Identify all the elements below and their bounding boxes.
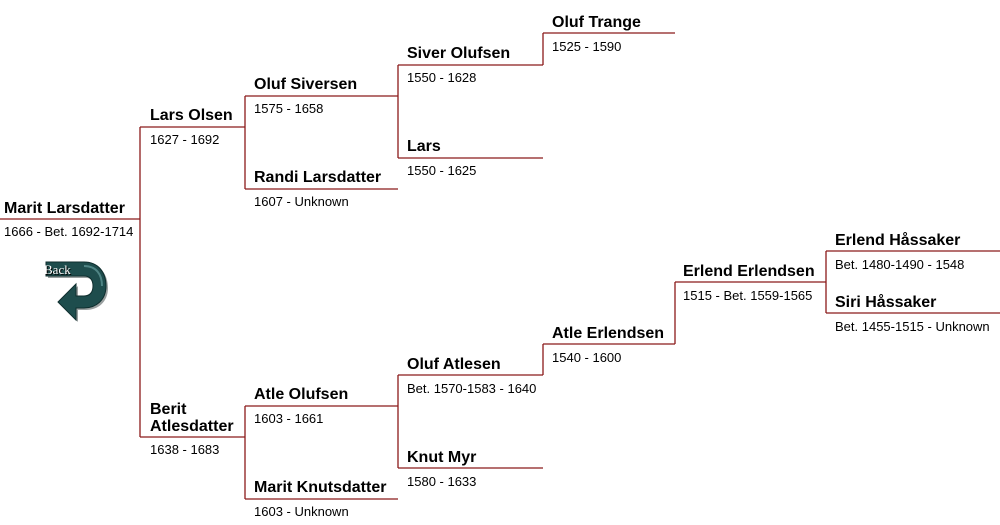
person-name-oluf-siversen[interactable]: Oluf Siversen (254, 76, 358, 93)
person-name-atle-erlendsen[interactable]: Atle Erlendsen (552, 325, 665, 342)
person-name-siver-olufsen[interactable]: Siver Olufsen (407, 45, 511, 62)
person-dates: 1607 - Unknown (254, 194, 349, 209)
person-dates: 1638 - 1683 (150, 442, 220, 457)
person-dates: 1580 - 1633 (407, 474, 477, 489)
person-name-siri-hassaker[interactable]: Siri Håssaker (835, 294, 937, 311)
person-dates: 1540 - 1600 (552, 350, 622, 365)
person-dates: 1515 - Bet. 1559-1565 (683, 288, 813, 303)
person-name-oluf-atlesen[interactable]: Oluf Atlesen (407, 356, 501, 373)
back-arrow-icon (45, 261, 108, 322)
person-dates: Bet. 1480-1490 - 1548 (835, 257, 965, 272)
person-name-marit-knutsdatter[interactable]: Marit Knutsdatter (254, 479, 387, 496)
person-dates: 1603 - 1661 (254, 411, 324, 426)
person-name-erlend-erlendsen[interactable]: Erlend Erlendsen (683, 263, 815, 280)
person-dates: 1525 - 1590 (552, 39, 622, 54)
person-dates: 1666 - Bet. 1692-1714 (4, 224, 134, 239)
person-name-randi-larsdatter[interactable]: Randi Larsdatter (254, 169, 382, 186)
person-name-erlend-hassaker[interactable]: Erlend Håssaker (835, 232, 961, 249)
person-dates: Bet. 1570-1583 - 1640 (407, 381, 537, 396)
person-name-marit-larsdatter[interactable]: Marit Larsdatter (4, 200, 125, 217)
back-button[interactable]: Back (40, 260, 112, 324)
person-name-knut-myr[interactable]: Knut Myr (407, 449, 477, 466)
person-dates: 1550 - 1625 (407, 163, 477, 178)
person-dates: 1550 - 1628 (407, 70, 477, 85)
person-name-oluf-trange[interactable]: Oluf Trange (552, 14, 641, 31)
person-dates: Bet. 1455-1515 - Unknown (835, 319, 990, 334)
person-name-atle-olufsen[interactable]: Atle Olufsen (254, 386, 349, 403)
back-label: Back (44, 262, 71, 277)
person-dates: 1603 - Unknown (254, 504, 349, 519)
person-name-lars-olsen[interactable]: Lars Olsen (150, 107, 233, 124)
person-dates: 1627 - 1692 (150, 132, 220, 147)
person-name-lars[interactable]: Lars (407, 138, 441, 155)
person-name-berit-atlesdatter[interactable]: Berit Atlesdatter (150, 401, 234, 435)
person-dates: 1575 - 1658 (254, 101, 324, 116)
